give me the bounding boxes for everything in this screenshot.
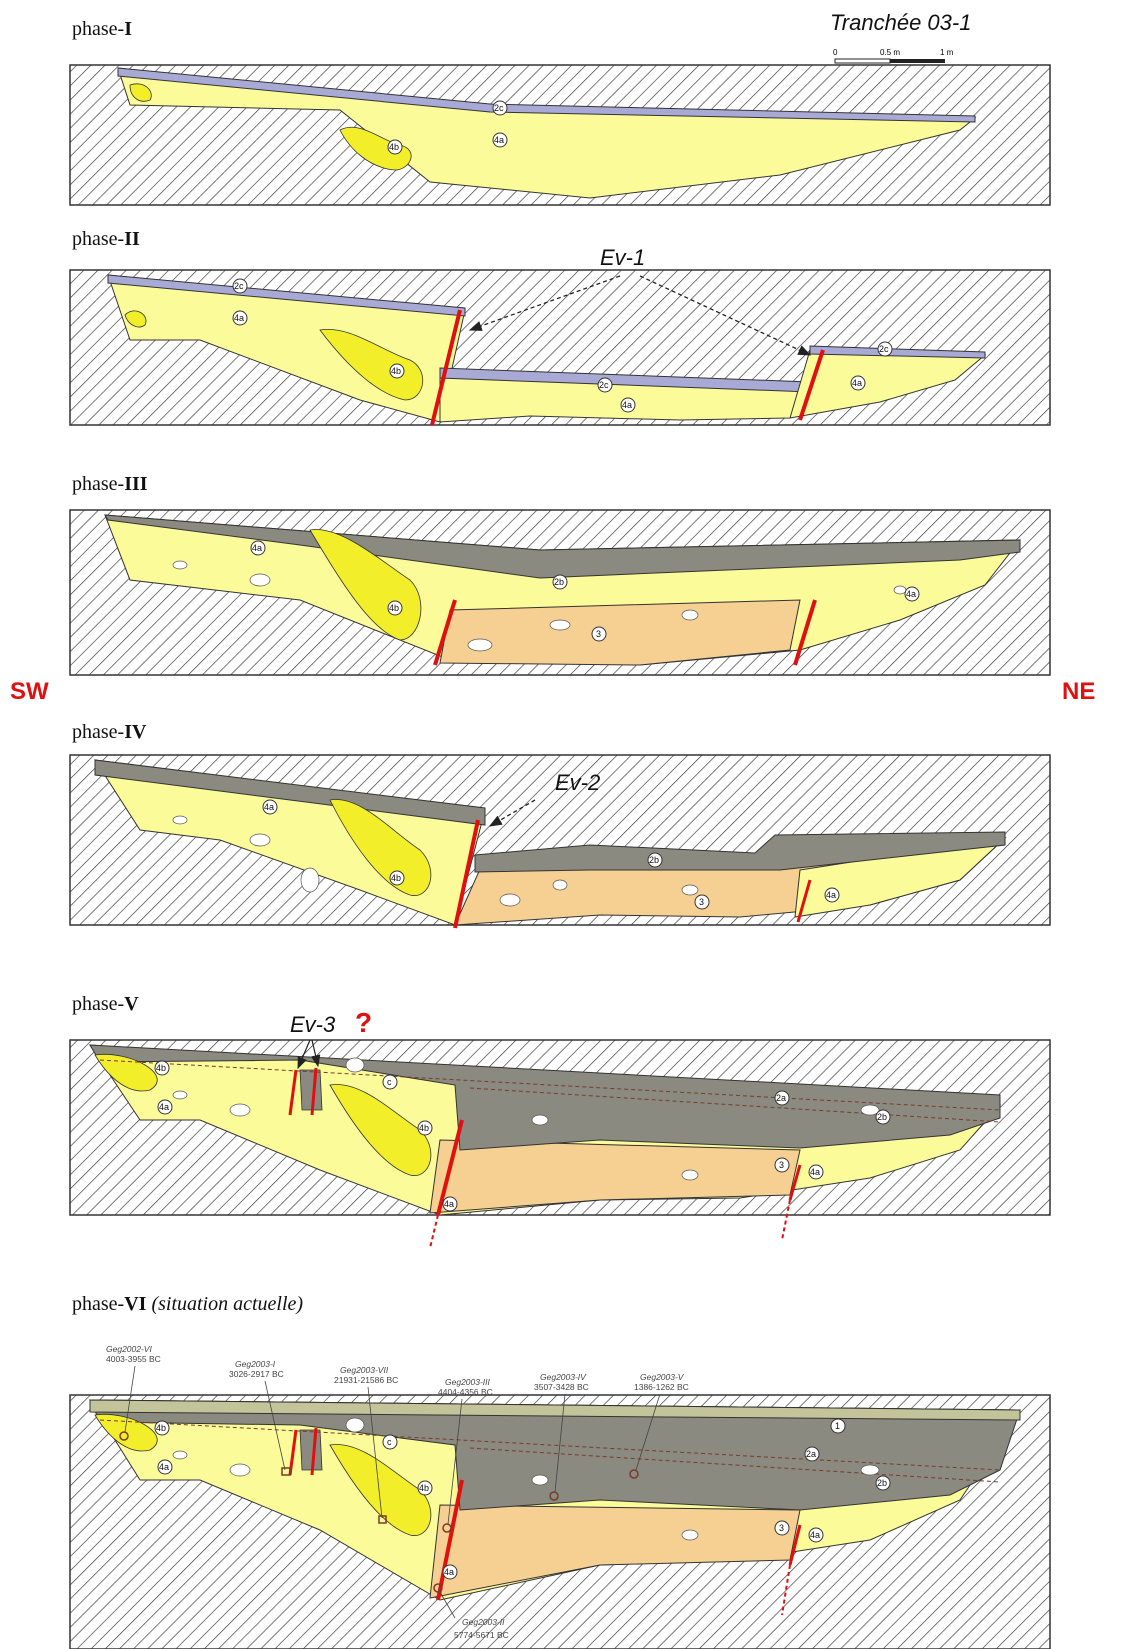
phase-title-5: phase-V bbox=[72, 993, 139, 1015]
unit-label: 4a bbox=[906, 589, 916, 599]
unit-label: 4a bbox=[826, 890, 836, 900]
unit-label: 4b bbox=[389, 603, 399, 613]
event-label-ev2: Ev-2 bbox=[555, 770, 600, 795]
phase-3-section: 4a 4b 2b 3 4a bbox=[70, 510, 1050, 675]
unit-label: 4a bbox=[264, 802, 274, 812]
unit-label: 4b bbox=[156, 1063, 166, 1073]
scale-label-0: 0 bbox=[833, 48, 838, 57]
phase-title-1: phase-I bbox=[72, 18, 132, 40]
trench-title: Tranchée 03-1 bbox=[830, 10, 971, 35]
unit-label: 4b bbox=[391, 366, 401, 376]
sample-name: Geg2003-IV bbox=[540, 1372, 587, 1382]
sample-age: 21931-21586 BC bbox=[334, 1375, 398, 1385]
unit-label: 2b bbox=[877, 1478, 887, 1488]
event-label-ev3: Ev-3 bbox=[290, 1012, 336, 1037]
sample-name: Geg2003-V bbox=[640, 1372, 685, 1382]
unit-label: 4b bbox=[156, 1423, 166, 1433]
unit-label: 1 bbox=[835, 1421, 840, 1431]
unit-label: 3 bbox=[779, 1160, 784, 1170]
unit-label: 2b bbox=[877, 1112, 887, 1122]
unit-label: c bbox=[387, 1437, 392, 1447]
sample-age: 4003-3955 BC bbox=[106, 1354, 161, 1364]
unit-label: 4a bbox=[810, 1530, 820, 1540]
sample-name: Geg2003-II bbox=[462, 1617, 505, 1627]
sample-age: 4404-4356 BC bbox=[438, 1387, 493, 1397]
unit-label: 4a bbox=[252, 543, 262, 553]
unit-label: 4a bbox=[444, 1199, 454, 1209]
unit-label: 4b bbox=[389, 142, 399, 152]
phase-title-2: phase-II bbox=[72, 228, 140, 250]
direction-ne: NE bbox=[1062, 678, 1095, 705]
sample-age: 3507-3428 BC bbox=[534, 1382, 589, 1392]
unit-label: 4b bbox=[391, 873, 401, 883]
unit-label: 4a bbox=[852, 378, 862, 388]
unit-label: 2a bbox=[806, 1449, 816, 1459]
sample-name: Geg2003-VII bbox=[340, 1365, 389, 1375]
unit-label: 2b bbox=[554, 577, 564, 587]
unit-label: 3 bbox=[596, 629, 601, 639]
event-question-mark: ? bbox=[355, 1007, 372, 1038]
unit-label: 4a bbox=[234, 313, 244, 323]
unit-label: 2c bbox=[234, 281, 244, 291]
unit-label: 4a bbox=[159, 1102, 169, 1112]
unit-label: 4b bbox=[419, 1123, 429, 1133]
unit-label: 2c bbox=[879, 344, 889, 354]
unit-label: 4a bbox=[622, 400, 632, 410]
unit-label: 4a bbox=[494, 135, 504, 145]
unit-label: 3 bbox=[779, 1523, 784, 1533]
phase-1-section: 2c 4a 4b bbox=[70, 65, 1050, 205]
phase-title-3: phase-III bbox=[72, 473, 148, 495]
sample-name: Geg2003-III bbox=[445, 1377, 491, 1387]
unit-label: 4b bbox=[419, 1483, 429, 1493]
unit-label: 2c bbox=[599, 380, 609, 390]
phase-6-section: 4b 4a c 4b 1 2a 2b 3 4a 4a Geg2002-VI 40… bbox=[70, 1344, 1050, 1649]
unit-label: 3 bbox=[699, 897, 704, 907]
phase-title-6: phase-VI (situation actuelle) bbox=[72, 1293, 303, 1315]
unit-label: c bbox=[387, 1077, 392, 1087]
unit-label: 2c bbox=[494, 103, 504, 113]
sample-age: 1386-1262 BC bbox=[634, 1382, 689, 1392]
sample-name: Geg2003-I bbox=[235, 1359, 276, 1369]
phase-2-section: Ev-1 2c 4a 4b 2c 4a 2c 4a bbox=[70, 245, 1050, 425]
unit-label: 4a bbox=[444, 1567, 454, 1577]
phase-title-4: phase-IV bbox=[72, 721, 147, 743]
event-label-ev1: Ev-1 bbox=[600, 245, 645, 270]
phase-5-section: Ev-3 ? 4b 4a c 4b 2a 2b 3 4a 4a bbox=[70, 1007, 1050, 1248]
sample-name: Geg2002-VI bbox=[106, 1344, 152, 1354]
sample-age: 5774-5671 BC bbox=[454, 1630, 509, 1640]
unit-label: 2b bbox=[649, 855, 659, 865]
scale-label-1: 1 m bbox=[940, 48, 954, 57]
scale-label-05: 0.5 m bbox=[880, 48, 900, 57]
scale-bar: 0 0.5 m 1 m bbox=[833, 48, 954, 63]
phase-4-section: Ev-2 4a 4b 2b 3 4a bbox=[70, 755, 1050, 928]
sample-age: 3026-2917 BC bbox=[229, 1369, 284, 1379]
direction-sw: SW bbox=[10, 678, 49, 705]
unit-label: 2a bbox=[776, 1093, 786, 1103]
unit-label: 4a bbox=[159, 1462, 169, 1472]
unit-label: 4a bbox=[810, 1167, 820, 1177]
